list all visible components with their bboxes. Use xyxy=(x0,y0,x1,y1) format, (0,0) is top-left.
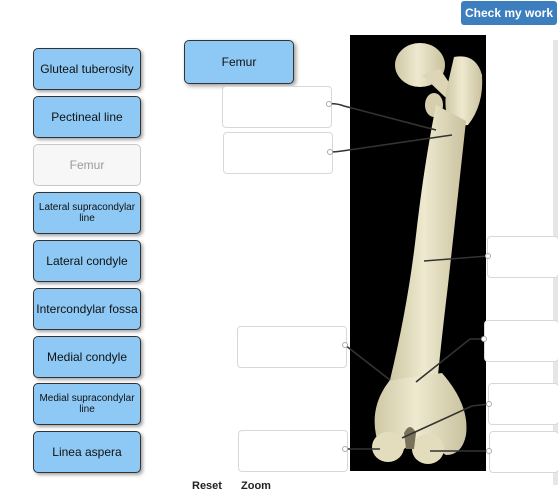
connector-dot-3 xyxy=(342,342,348,348)
label-card-medial-condyle[interactable]: Medial condyle xyxy=(33,336,141,378)
leader-line-7 xyxy=(401,403,490,439)
connector-dot-1 xyxy=(326,101,332,107)
label-card-lateral-condyle[interactable]: Lateral condyle xyxy=(33,240,141,282)
drop-zone-5[interactable] xyxy=(487,236,558,278)
label-card-pectineal-line[interactable]: Pectineal line xyxy=(33,96,141,138)
label-card-medial-supracondylar-line[interactable]: Medial supracondylar line xyxy=(33,383,141,425)
connector-dot-6 xyxy=(481,336,487,342)
dragged-label-card-femur[interactable]: Femur xyxy=(184,40,294,84)
connector-dot-2 xyxy=(327,149,333,155)
drop-zone-1[interactable] xyxy=(222,86,332,128)
reset-button[interactable]: Reset xyxy=(192,480,222,492)
femur-image xyxy=(350,35,486,471)
label-card-gluteal-tuberosity[interactable]: Gluteal tuberosity xyxy=(33,48,141,90)
zoom-button[interactable]: Zoom xyxy=(241,480,271,492)
connector-dot-4 xyxy=(342,446,348,452)
connector-dot-5 xyxy=(485,253,491,259)
label-card-intercondylar-fossa[interactable]: Intercondylar fossa xyxy=(33,288,141,330)
drop-zone-6[interactable] xyxy=(484,320,558,362)
connector-dot-7 xyxy=(486,401,492,407)
drop-zone-4[interactable] xyxy=(238,430,348,472)
leader-line-2 xyxy=(329,134,453,153)
leader-line-1 xyxy=(328,102,437,131)
label-card-linea-aspera[interactable]: Linea aspera xyxy=(33,431,141,473)
connector-dot-8 xyxy=(486,448,492,454)
femur-bone-illustration xyxy=(372,43,483,464)
leader-line-5 xyxy=(423,255,489,262)
leader-line-3 xyxy=(344,344,391,381)
drop-zone-8[interactable] xyxy=(489,431,558,473)
leader-line-6 xyxy=(415,338,484,383)
label-card-femur-placeholder: Femur xyxy=(33,144,141,186)
check-my-work-button[interactable]: Check my work xyxy=(461,1,557,25)
label-card-lateral-supracondylar-line[interactable]: Lateral supracondylar line xyxy=(33,192,141,234)
